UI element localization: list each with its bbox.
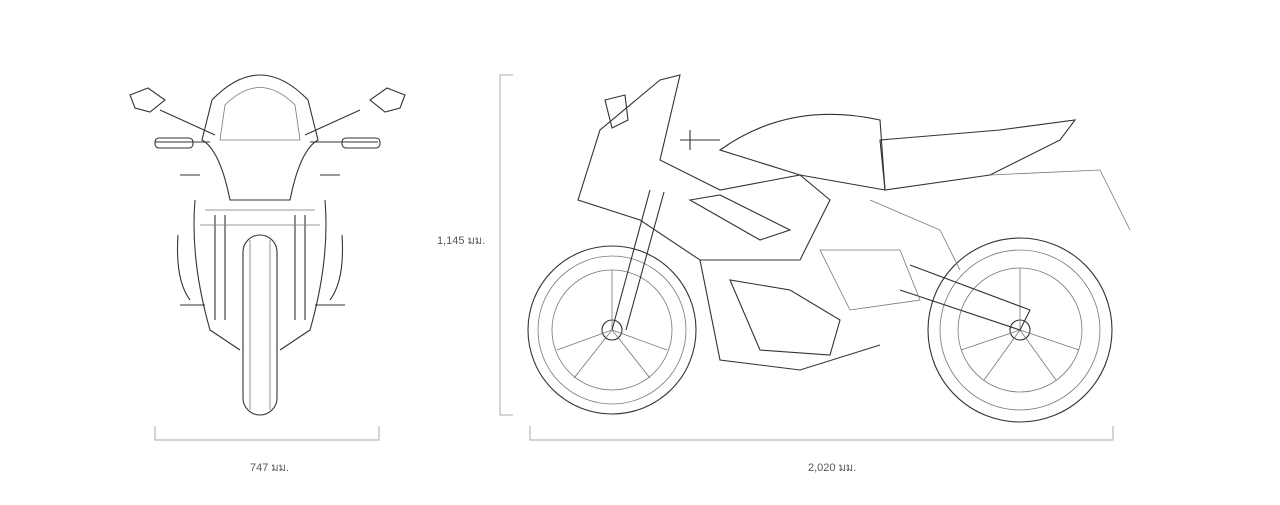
width-dimension-line [154, 426, 380, 441]
side-view-motorcycle [527, 74, 1131, 423]
height-label: 1,145 มม. [437, 235, 486, 247]
width-label: 747 มม. [250, 462, 289, 474]
length-label: 2,020 มม. [808, 462, 857, 474]
height-dimension-line [499, 74, 513, 416]
front-view-motorcycle [129, 74, 406, 416]
length-dimension-line [529, 426, 1114, 441]
